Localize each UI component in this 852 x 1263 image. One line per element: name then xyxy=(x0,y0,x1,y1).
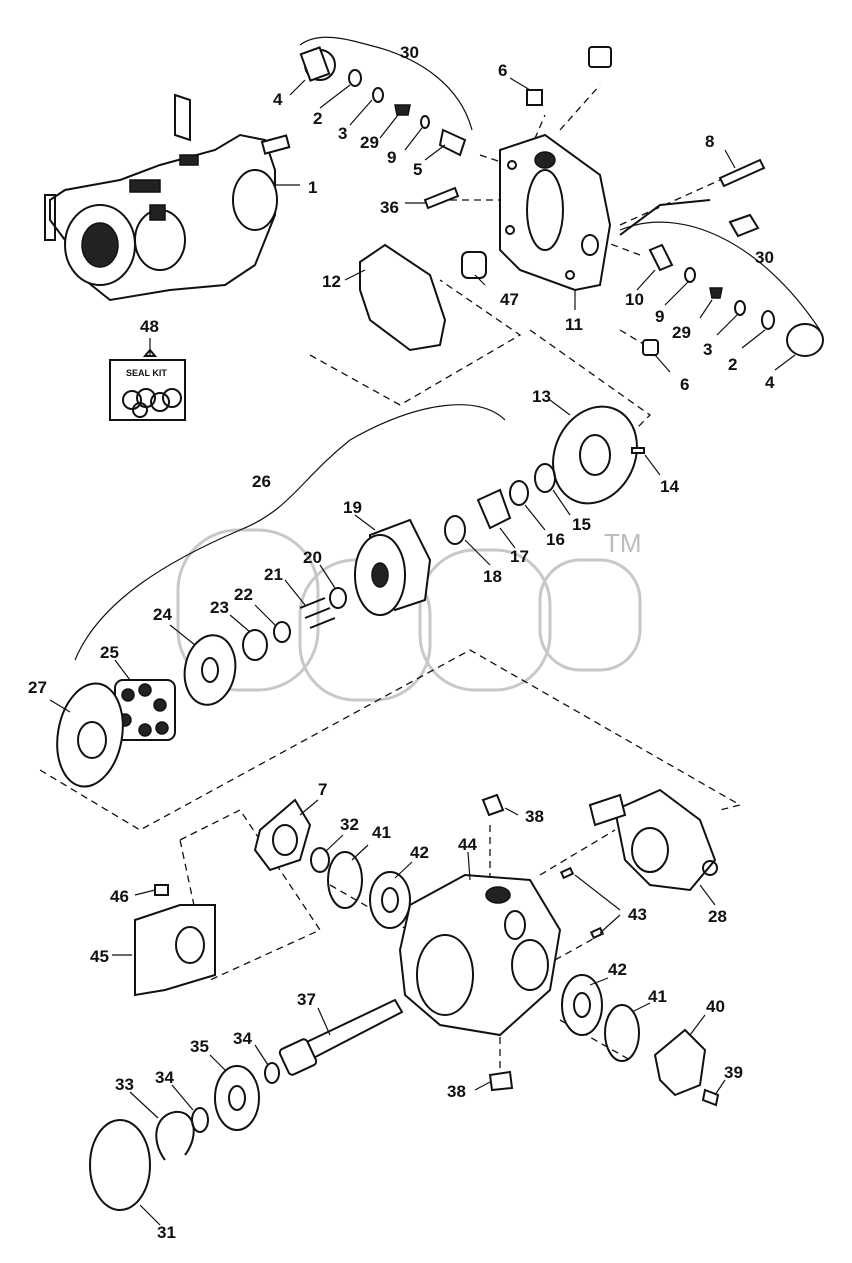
label-14: 14 xyxy=(660,477,679,496)
thrust-plate-13 xyxy=(552,405,645,505)
pins-43 xyxy=(559,866,605,940)
label-31: 31 xyxy=(157,1223,176,1242)
label-27: 27 xyxy=(28,678,47,697)
label-16: 16 xyxy=(546,530,565,549)
label-18: 18 xyxy=(483,567,502,586)
rings-15-18 xyxy=(444,463,556,545)
label-9a: 9 xyxy=(387,148,396,167)
label-30a: 30 xyxy=(400,43,419,62)
relief-valve-left xyxy=(299,46,467,157)
pins-rings-20-23 xyxy=(242,587,347,661)
plate-7 xyxy=(253,798,312,872)
label-23: 23 xyxy=(210,598,229,617)
label-45: 45 xyxy=(90,947,109,966)
label-44: 44 xyxy=(458,835,477,854)
label-10: 10 xyxy=(625,290,644,309)
seals-cover-lower-right xyxy=(561,974,720,1107)
watermark-tm: TM xyxy=(604,528,642,558)
label-20: 20 xyxy=(303,548,322,567)
label-29b: 29 xyxy=(672,323,691,342)
label-32: 32 xyxy=(340,815,359,834)
label-40: 40 xyxy=(706,997,725,1016)
label-33: 33 xyxy=(115,1075,134,1094)
label-19: 19 xyxy=(343,498,362,517)
label-5: 5 xyxy=(413,160,422,179)
plug-38-bottom xyxy=(488,1070,514,1092)
bearing-47 xyxy=(461,251,487,279)
retainer-plate-24 xyxy=(183,634,237,706)
label-35: 35 xyxy=(190,1037,209,1056)
label-2b: 2 xyxy=(728,355,737,374)
seal-kit-label: SEAL KIT xyxy=(126,368,167,378)
seal-kit-box: SEAL KIT xyxy=(109,348,186,421)
label-43: 43 xyxy=(628,905,647,924)
label-4a: 4 xyxy=(273,90,283,109)
label-17: 17 xyxy=(510,547,529,566)
label-6b: 6 xyxy=(680,375,689,394)
seals-bearing-upper xyxy=(310,847,411,929)
bolt-36 xyxy=(423,186,460,210)
swashplate-28 xyxy=(588,788,718,892)
label-34a: 34 xyxy=(233,1029,252,1048)
label-9b: 9 xyxy=(655,307,664,326)
plug-38-top xyxy=(481,793,505,817)
bearing-rings-lower-left xyxy=(89,1062,280,1211)
label-37: 37 xyxy=(297,990,316,1009)
label-46: 46 xyxy=(110,887,129,906)
label-4b: 4 xyxy=(765,373,775,392)
plug-bottom xyxy=(642,339,659,356)
label-34b: 34 xyxy=(155,1068,174,1087)
label-3a: 3 xyxy=(338,124,347,143)
label-47: 47 xyxy=(500,290,519,309)
bracket-45 xyxy=(134,884,216,997)
label-2a: 2 xyxy=(313,109,322,128)
gasket-12 xyxy=(359,243,447,352)
thrust-washer-27 xyxy=(56,682,124,788)
label-21: 21 xyxy=(264,565,283,584)
relief-valve-right xyxy=(619,199,824,357)
port-plate xyxy=(499,133,612,292)
label-13: 13 xyxy=(532,387,551,406)
label-8: 8 xyxy=(705,132,714,151)
label-3b: 3 xyxy=(703,340,712,359)
label-28: 28 xyxy=(708,907,727,926)
cylinder-block-19 xyxy=(354,518,432,616)
label-41b: 41 xyxy=(648,987,667,1006)
label-12: 12 xyxy=(322,272,341,291)
label-41a: 41 xyxy=(372,823,391,842)
label-26: 26 xyxy=(252,472,271,491)
shaft-37 xyxy=(278,998,404,1076)
pistons-25 xyxy=(114,679,176,741)
label-24: 24 xyxy=(153,605,172,624)
part-labels: 1 2 2 3 3 4 4 5 6 6 7 8 9 9 10 11 12 13 … xyxy=(28,43,775,1242)
label-38a: 38 xyxy=(525,807,544,826)
label-39: 39 xyxy=(724,1063,743,1082)
leader-lines xyxy=(49,36,821,1226)
label-42a: 42 xyxy=(410,843,429,862)
label-38b: 38 xyxy=(447,1082,466,1101)
label-48: 48 xyxy=(140,317,159,336)
label-22: 22 xyxy=(234,585,253,604)
label-1: 1 xyxy=(308,178,317,197)
label-6a: 6 xyxy=(498,61,507,80)
bolt-8 xyxy=(718,158,766,188)
housing-44 xyxy=(398,873,562,1037)
label-11: 11 xyxy=(565,315,583,334)
label-29a: 29 xyxy=(360,133,379,152)
pump-assembly xyxy=(44,93,291,302)
label-42b: 42 xyxy=(608,960,627,979)
label-7: 7 xyxy=(318,780,327,799)
label-25: 25 xyxy=(100,643,119,662)
label-15: 15 xyxy=(572,515,591,534)
plug-top xyxy=(526,46,612,106)
label-30b: 30 xyxy=(755,248,774,267)
label-36: 36 xyxy=(380,198,399,217)
